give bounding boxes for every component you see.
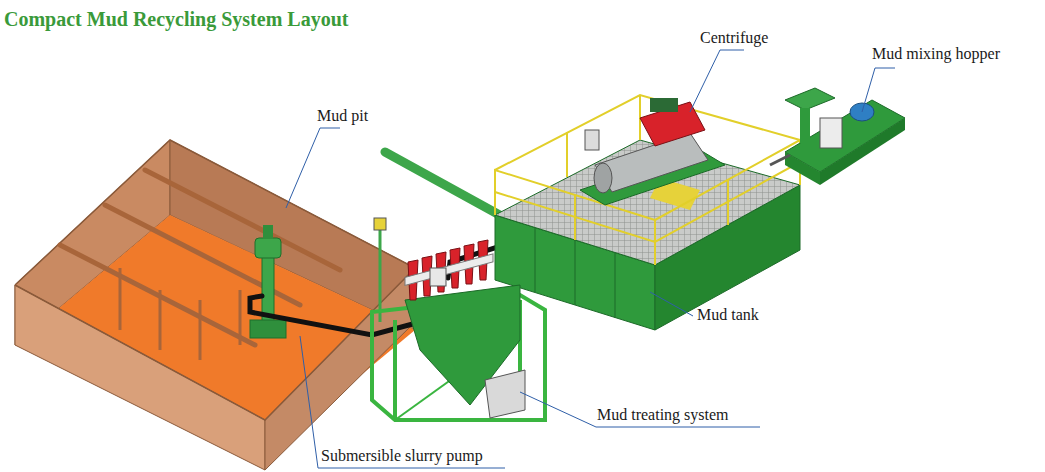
part-label: Mud mixing hopper <box>872 44 1000 63</box>
part-label: Submersible slurry pump <box>321 446 483 465</box>
mixing-hopper <box>770 88 905 185</box>
discharge-pipe <box>385 152 505 218</box>
centrifuge <box>580 98 725 205</box>
part-label: Mud tank <box>697 305 759 324</box>
part-label: Mud treating system <box>597 405 729 424</box>
part-label: Mud pit <box>317 106 368 125</box>
mud-treating-system <box>372 240 545 420</box>
diagram-title: Compact Mud Recycling System Layout <box>4 7 348 31</box>
mud-tank <box>495 95 800 330</box>
mud-pit <box>15 140 415 470</box>
slurry-pump <box>250 225 286 338</box>
part-label: Centrifuge <box>700 28 768 47</box>
leader-line <box>286 50 895 468</box>
lamp-post <box>374 218 386 322</box>
